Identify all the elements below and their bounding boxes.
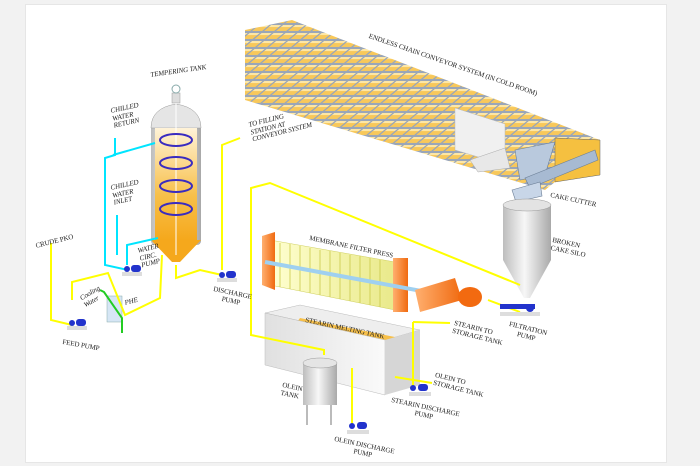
tempering-tank <box>150 84 202 262</box>
membrane-filter-press <box>262 232 482 312</box>
filtration-pump-icon <box>500 304 540 316</box>
cooling-water-line <box>99 289 123 333</box>
cake-cutter <box>511 141 599 203</box>
chilled-water-lines <box>104 138 159 271</box>
process-lines <box>50 137 521 425</box>
feed-pump-icon <box>67 319 87 330</box>
olein-tank <box>302 357 338 425</box>
stearin-discharge-pump-icon <box>409 384 431 396</box>
water-circ-pump-icon <box>122 265 142 276</box>
broken-cake-silo <box>502 198 552 298</box>
pumps <box>67 265 540 434</box>
endless-chain-conveyor <box>245 20 601 190</box>
olein-discharge-pump-icon <box>347 422 369 434</box>
discharge-pump-icon <box>217 271 237 282</box>
